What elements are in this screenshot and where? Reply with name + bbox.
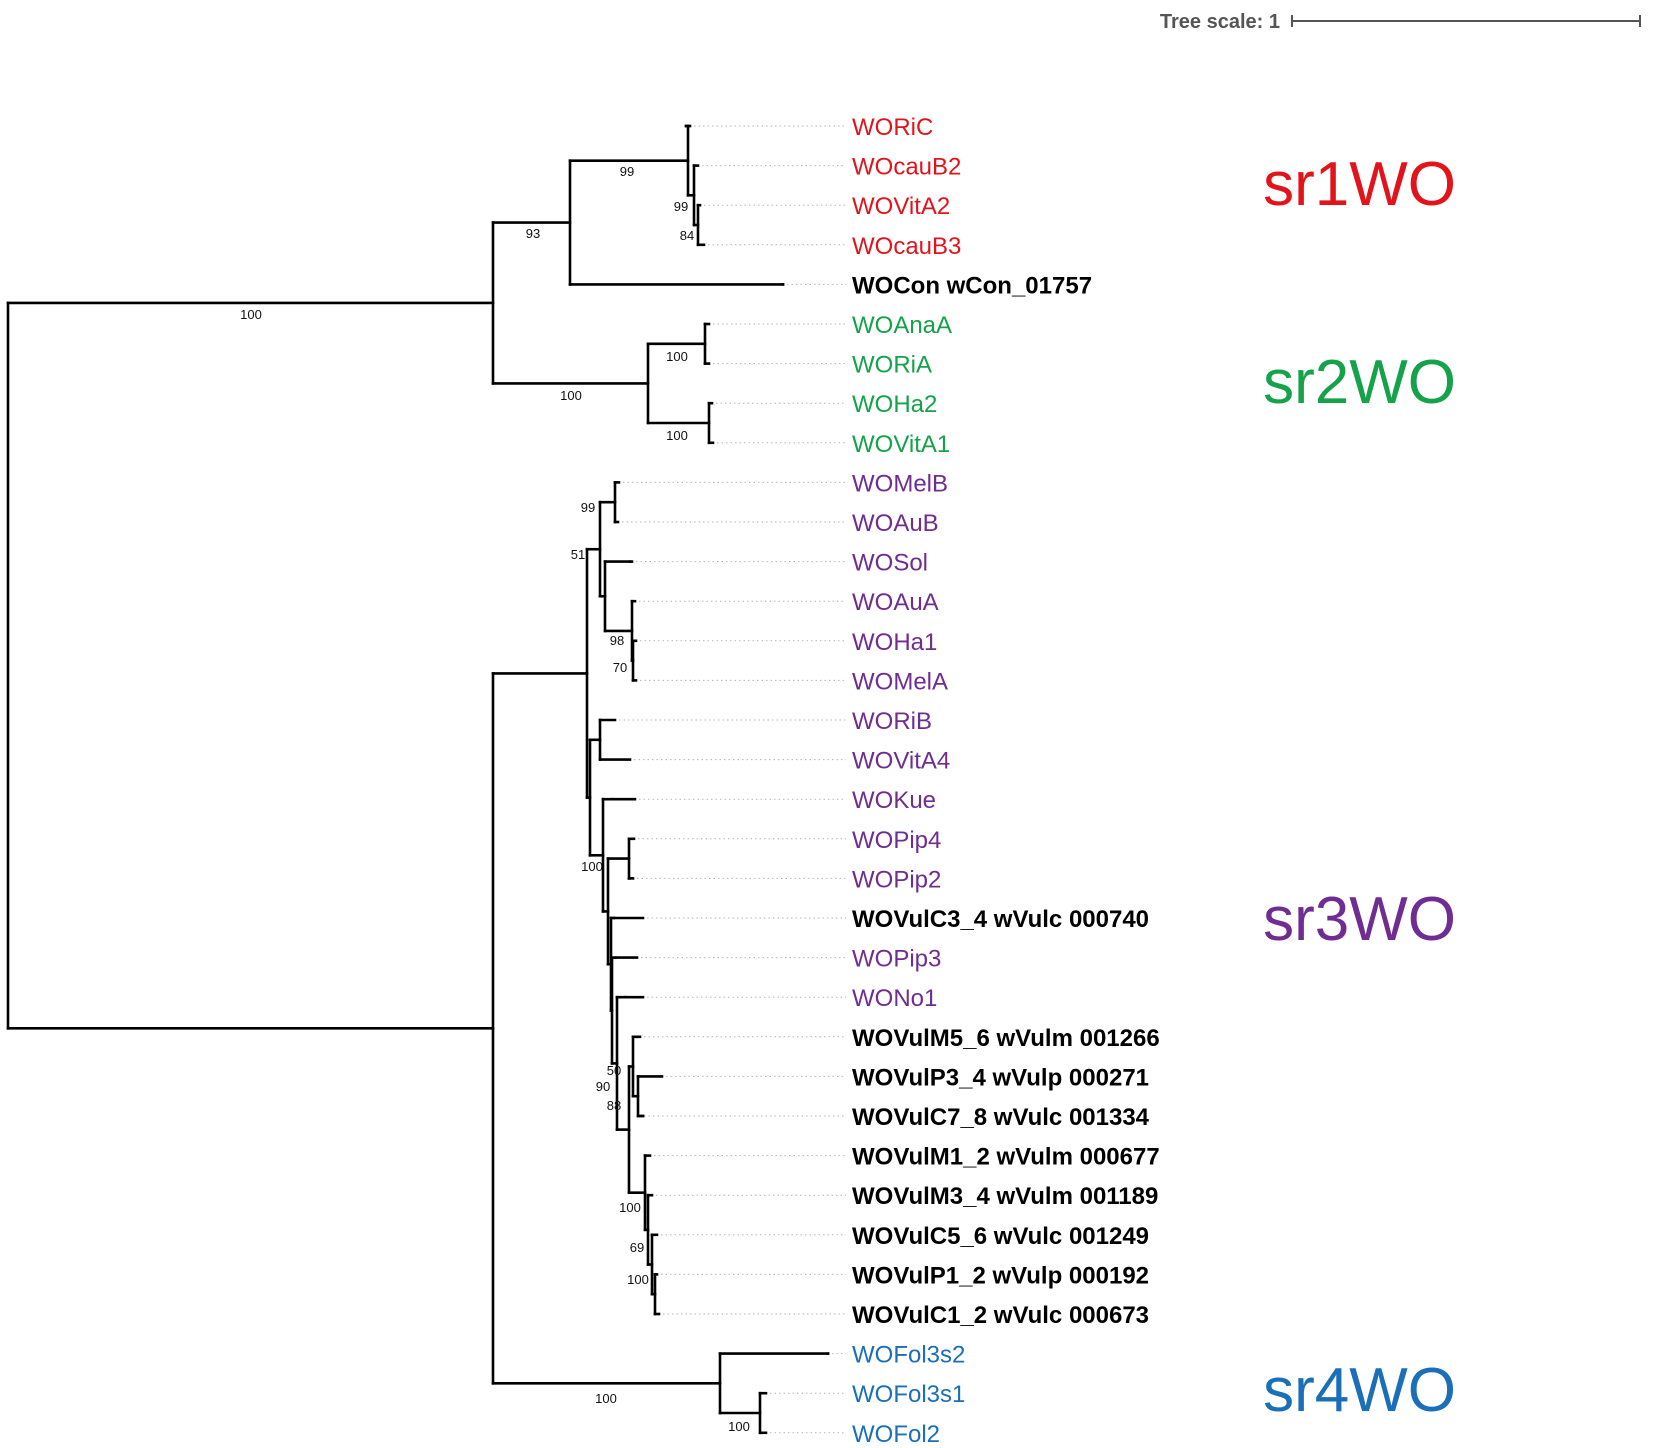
leaf-label: WOVulC5_6 wVulc 001249 — [852, 1223, 1149, 1250]
leaf-label: WOSol — [852, 550, 928, 577]
bootstrap-label: 84 — [680, 228, 694, 243]
leaf-label: WORiA — [852, 352, 932, 379]
bootstrap-label: 100 — [666, 349, 688, 364]
bootstrap-label: 93 — [526, 226, 540, 241]
leaf-label: WORiC — [852, 114, 933, 141]
tree-branches — [6, 124, 830, 1435]
leaf-label: WOFol2 — [852, 1421, 940, 1448]
bootstrap-label: 51 — [571, 547, 585, 562]
leaf-label: WOHa2 — [852, 391, 937, 418]
bootstrap-label: 90 — [596, 1079, 610, 1094]
bootstrap-label: 99 — [674, 199, 688, 214]
leaf-label: WOVulP1_2 wVulp 000192 — [852, 1262, 1149, 1289]
leaf-label: WOCon wCon_01757 — [852, 272, 1092, 299]
leaf-label: WOVitA2 — [852, 193, 950, 220]
leaf-label: WOAuB — [852, 510, 939, 537]
bootstrap-label: 100 — [666, 428, 688, 443]
clade-label: sr1WO — [1263, 150, 1456, 219]
clade-label: sr4WO — [1263, 1356, 1456, 1425]
leaf-label: WOcauB3 — [852, 233, 961, 260]
bootstrap-label: 99 — [620, 164, 634, 179]
leaf-label: WONo1 — [852, 985, 937, 1012]
clade-labels: sr1WO sr2WO sr3WO sr4WO — [1263, 150, 1456, 1425]
clade-label: sr2WO — [1263, 348, 1456, 417]
bootstrap-label: 88 — [607, 1098, 621, 1113]
leaf-label: WOPip3 — [852, 946, 941, 973]
leaf-label: WOVitA1 — [852, 431, 950, 458]
leaf-label: WOMelA — [852, 668, 948, 695]
leaf-label: WORiB — [852, 708, 932, 735]
bootstrap-label: 100 — [627, 1272, 649, 1287]
leaf-label: WOVulM1_2 wVulm 000677 — [852, 1144, 1160, 1171]
leaf-label: WOVulC7_8 wVulc 001334 — [852, 1104, 1150, 1131]
leaf-label: WOPip2 — [852, 866, 941, 893]
clade-label: sr3WO — [1263, 885, 1456, 954]
leaf-label: WOVulC1_2 wVulc 000673 — [852, 1302, 1149, 1329]
bootstrap-label: 100 — [728, 1419, 750, 1434]
leaf-label: WOVulM3_4 wVulm 001189 — [852, 1183, 1158, 1210]
leaf-label: WOPip4 — [852, 827, 941, 854]
leaf-label: WOVitA4 — [852, 748, 950, 775]
leaf-label: WOKue — [852, 787, 936, 814]
bootstrap-label: 98 — [610, 633, 624, 648]
bootstrap-label: 100 — [560, 388, 582, 403]
leaf-label: WOAuA — [852, 589, 939, 616]
bootstrap-label: 99 — [581, 500, 595, 515]
bootstrap-label: 100 — [581, 859, 603, 874]
leaf-label: WOcauB2 — [852, 154, 961, 181]
bootstrap-label: 70 — [613, 660, 627, 675]
leaf-label: WOVulM5_6 wVulm 001266 — [852, 1025, 1160, 1052]
bootstrap-label: 50 — [607, 1063, 621, 1078]
leaf-label: WOFol3s1 — [852, 1381, 965, 1408]
bootstrap-label: 100 — [240, 307, 262, 322]
tree-scale-label: Tree scale: 1 — [1160, 11, 1280, 33]
leaf-label: WOAnaA — [852, 312, 952, 339]
bootstrap-label: 69 — [630, 1240, 644, 1255]
leaf-label: WOHa1 — [852, 629, 937, 656]
leaf-label: WOVulP3_4 wVulp 000271 — [852, 1064, 1149, 1091]
leaf-label: WOMelB — [852, 470, 948, 497]
leaf-guide-lines — [619, 125, 846, 1434]
bootstrap-label: 100 — [595, 1391, 617, 1406]
leaf-label: WOVulC3_4 wVulc 000740 — [852, 906, 1149, 933]
bootstrap-label: 100 — [619, 1200, 641, 1215]
tree-scale: Tree scale: 1 — [1160, 11, 1641, 33]
leaf-label: WOFol3s2 — [852, 1342, 965, 1369]
